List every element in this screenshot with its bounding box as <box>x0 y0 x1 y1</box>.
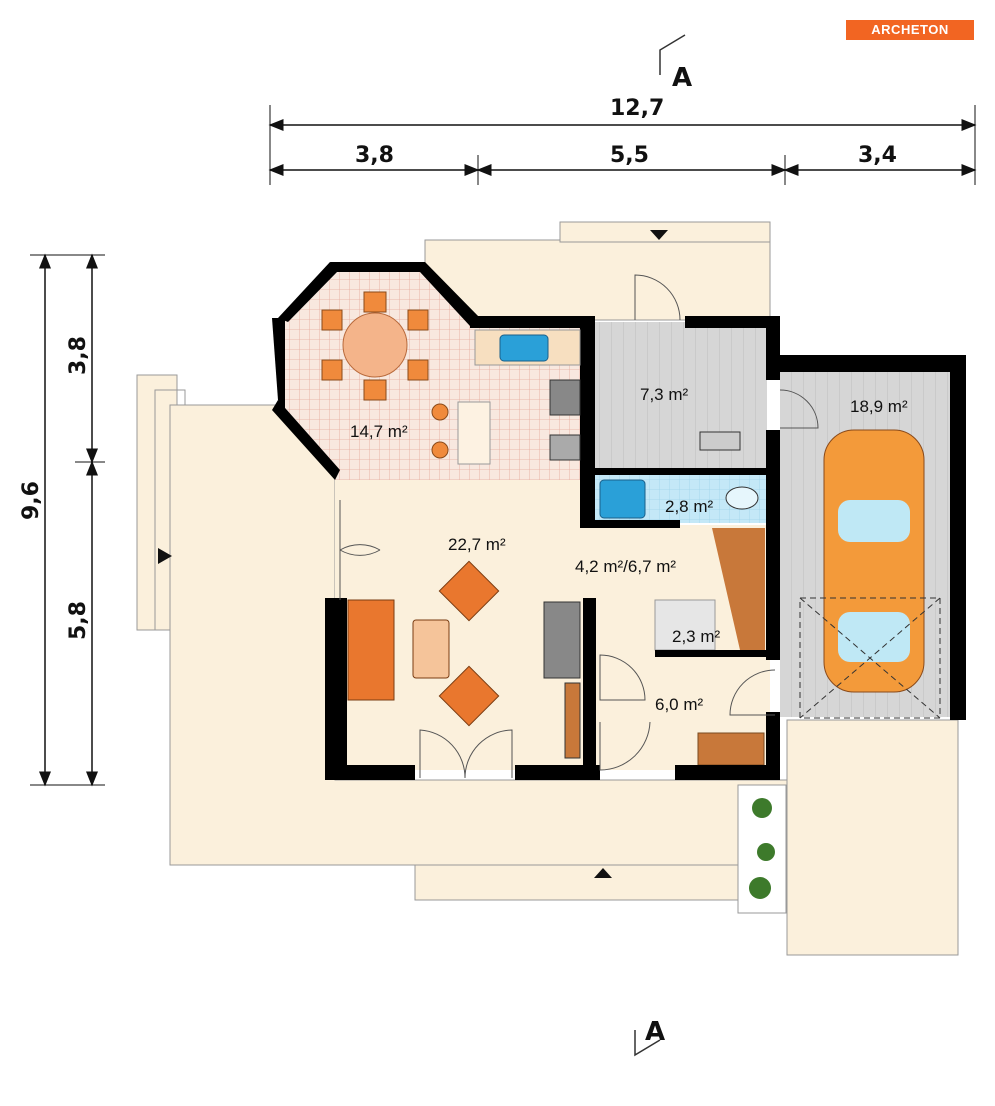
dim-width-2: 5,5 <box>610 143 649 168</box>
planters <box>749 798 775 899</box>
armchair <box>438 560 500 622</box>
dim-width-1: 3,8 <box>355 143 394 168</box>
toilet-icon <box>725 486 759 510</box>
dim-total-depth: 9,6 <box>19 481 44 520</box>
dim-width-3: 3,4 <box>858 143 897 168</box>
sofa <box>347 599 395 701</box>
car-icon <box>823 429 925 693</box>
fireplace <box>543 601 581 679</box>
entrance-arrow-south <box>594 868 612 878</box>
doors[interactable] <box>339 274 819 779</box>
dim-depth-1: 3,8 <box>66 336 91 375</box>
room-area-garage: 18,9 m² <box>850 397 908 416</box>
stove-icon <box>549 379 581 416</box>
bar-stools <box>431 403 449 459</box>
room-area-bathroom: 2,8 m² <box>665 497 714 516</box>
svg-text:A: A <box>672 63 692 93</box>
fridge-icon <box>549 434 581 461</box>
room-area-hall: 4,2 m²/6,7 m² <box>575 557 676 576</box>
entrance-arrow-west <box>158 548 172 564</box>
archeton-logo: ARCHETON <box>846 20 974 40</box>
room-area-dining-kitchen: 14,7 m² <box>350 422 408 441</box>
shower-icon <box>599 479 646 519</box>
svg-text:12,7: 12,7 <box>610 96 664 121</box>
room-area-stairs: 2,3 m² <box>672 627 721 646</box>
room-area-living: 22,7 m² <box>448 535 506 554</box>
garage-door-overhead <box>799 597 941 719</box>
section-marker-top: A <box>659 34 692 93</box>
walls <box>272 262 966 780</box>
armchair <box>438 665 500 727</box>
dimension-total-width: 12,7 <box>268 96 977 185</box>
dimension-widths: 3,8 5,5 3,4 <box>268 143 977 185</box>
dining-table <box>321 291 429 401</box>
dim-depth-2: 5,8 <box>66 601 91 640</box>
wardrobe <box>697 732 765 766</box>
washbasin-icon <box>699 431 741 451</box>
dimension-depths: 9,6 3,8 5,8 <box>19 253 105 787</box>
coffee-table <box>412 619 450 679</box>
kitchen-island <box>457 401 491 465</box>
room-area-room: 6,0 m² <box>655 695 704 714</box>
entrance-arrow-north <box>650 230 668 240</box>
sink-icon <box>499 334 549 362</box>
section-marker-bottom: A <box>634 1017 665 1057</box>
staircase <box>712 528 765 650</box>
room-area-utility: 7,3 m² <box>640 385 689 404</box>
svg-text:A: A <box>645 1017 665 1047</box>
